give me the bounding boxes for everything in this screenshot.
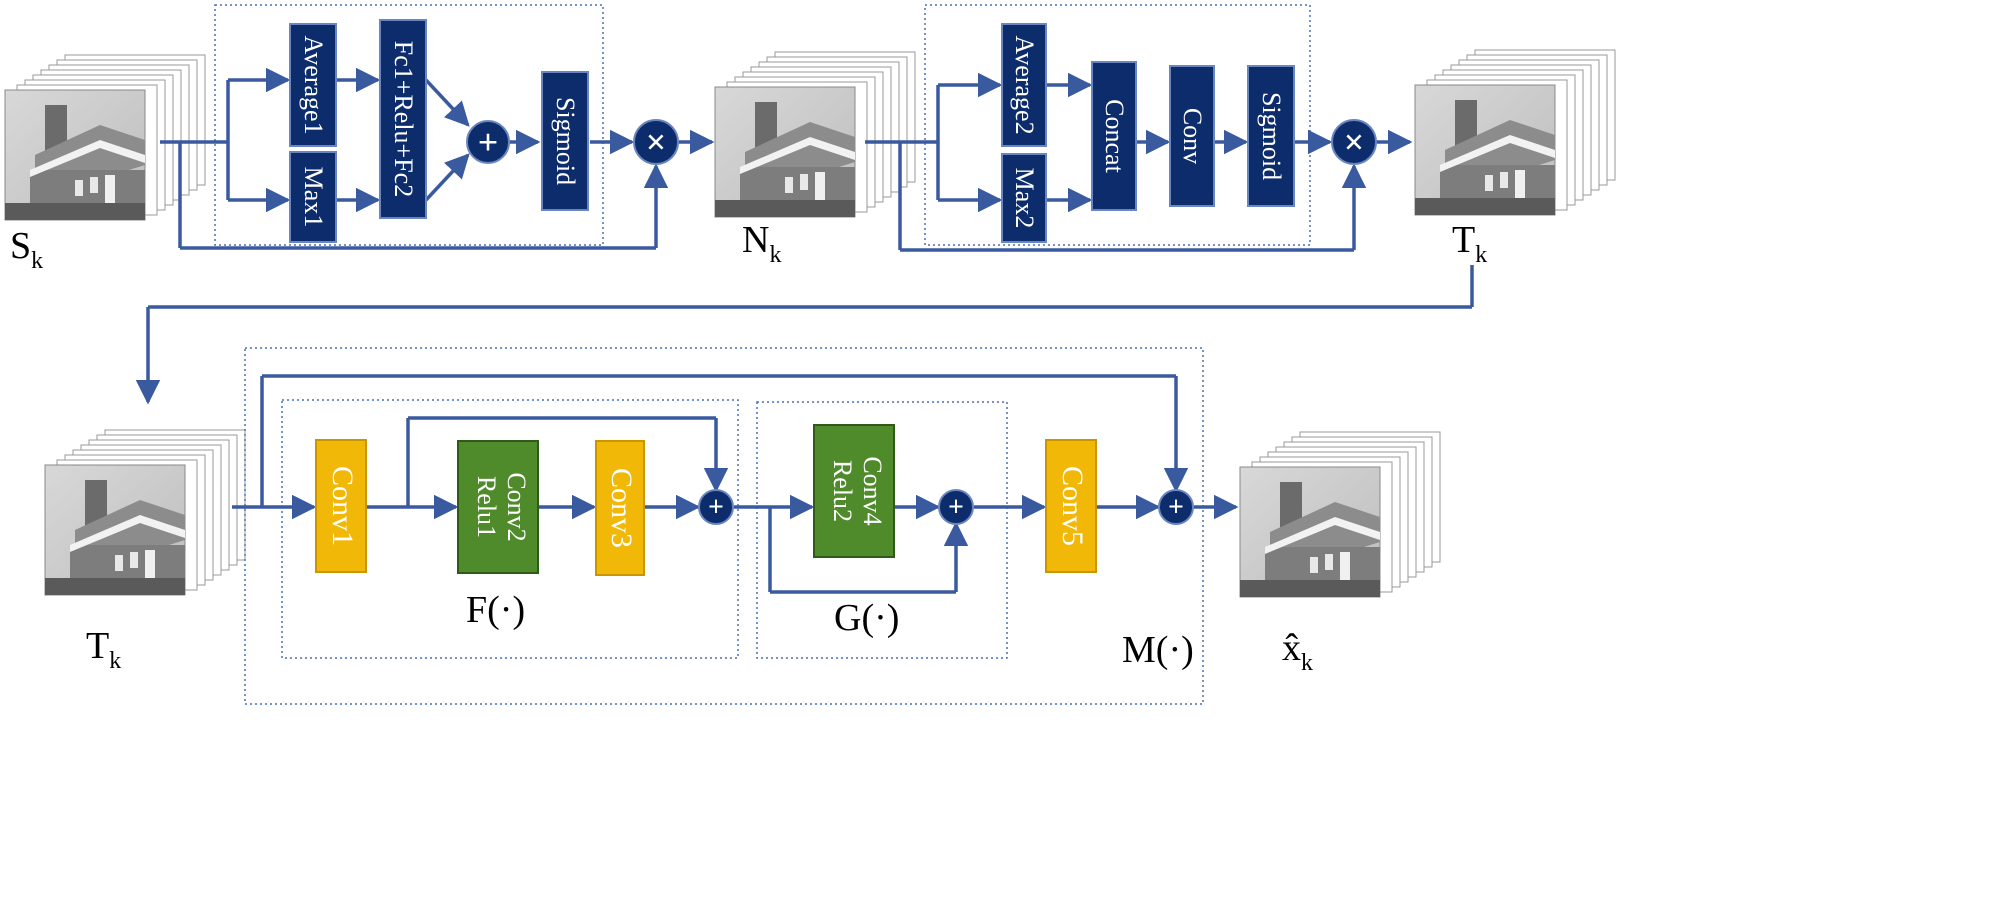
spatial-attention-box [924, 4, 1311, 246]
svg-text:×: × [646, 122, 667, 162]
add-node-g: + [938, 489, 974, 525]
svg-text:Average1: Average1 [299, 35, 328, 134]
label-g-module: G(·) [834, 597, 899, 639]
svg-text:Conv4: Conv4 [858, 456, 887, 525]
row-connector-arrow [135, 265, 1474, 405]
label-tk-top: Tk [1452, 219, 1487, 268]
label-f-module: F(·) [466, 589, 525, 631]
block-average1: Average1 [289, 23, 337, 147]
add-node-channel: + [466, 120, 510, 164]
label-sk: Sk [10, 225, 43, 274]
label-nk: Nk [742, 219, 781, 268]
output-image-stack-tk-top [1414, 49, 1616, 216]
block-max2: Max2 [1001, 153, 1047, 243]
multiply-node-2: × [1331, 119, 1377, 165]
add-node-m: + [1158, 489, 1194, 525]
block-conv2-relu1: Conv2 Relu1 [457, 440, 539, 574]
input-image-stack-sk [4, 54, 206, 221]
f-module-box [281, 399, 739, 659]
svg-text:Sigmoid: Sigmoid [1257, 92, 1286, 180]
bottom-row-arrows [232, 374, 1239, 594]
svg-text:Conv3: Conv3 [605, 468, 638, 548]
output-image-stack-xhat [1239, 431, 1441, 598]
m-module-box [244, 347, 1204, 705]
svg-text:Max2: Max2 [1010, 168, 1039, 229]
block-sigmoid-2: Sigmoid [1247, 65, 1295, 207]
svg-text:Average2: Average2 [1010, 35, 1039, 134]
label-m-module: M(·) [1122, 629, 1194, 671]
input-image-stack-tk-bottom [44, 429, 246, 596]
block-conv4-relu2: Conv4 Relu2 [813, 424, 895, 558]
svg-text:Conv: Conv [1178, 108, 1207, 164]
svg-text:+: + [478, 122, 499, 162]
block-sigmoid-1: Sigmoid [541, 71, 589, 211]
add-node-f: + [698, 489, 734, 525]
svg-text:Conv2: Conv2 [502, 472, 531, 541]
top-row-arrows [160, 67, 715, 250]
label-tk-bottom: Tk [86, 625, 121, 674]
block-conv1: Conv1 [315, 439, 367, 573]
label-xhat-k: x̂k [1282, 627, 1313, 676]
svg-text:×: × [1344, 122, 1365, 162]
svg-text:Concat: Concat [1100, 99, 1129, 173]
block-max1: Max1 [289, 151, 337, 243]
svg-text:Sigmoid: Sigmoid [551, 97, 580, 185]
top-row-arrows-2 [865, 72, 1413, 252]
g-module-box [756, 401, 1008, 659]
svg-text:Relu2: Relu2 [828, 460, 857, 522]
svg-text:Max1: Max1 [299, 167, 328, 228]
block-average2: Average2 [1001, 23, 1047, 147]
block-concat: Concat [1091, 61, 1137, 211]
block-conv5: Conv5 [1045, 439, 1097, 573]
block-conv: Conv [1169, 65, 1215, 207]
svg-text:Conv1: Conv1 [326, 466, 359, 546]
svg-text:Relu1: Relu1 [472, 476, 501, 538]
channel-attention-box [214, 4, 604, 246]
svg-text:Conv5: Conv5 [1056, 466, 1089, 546]
svg-text:+: + [948, 492, 964, 523]
svg-text:Fc1+Relu+Fc2: Fc1+Relu+Fc2 [389, 41, 418, 197]
multiply-node-1: × [633, 119, 679, 165]
middle-image-stack-nk [714, 51, 916, 218]
svg-text:+: + [708, 492, 724, 523]
block-fc1-relu-fc2: Fc1+Relu+Fc2 [379, 19, 427, 219]
block-conv3: Conv3 [595, 440, 645, 576]
svg-text:+: + [1168, 492, 1184, 523]
